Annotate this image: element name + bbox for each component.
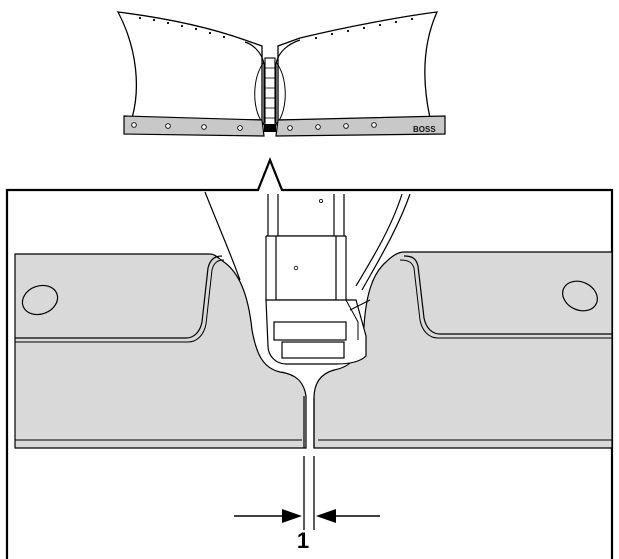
plow-logo-text: BOSS [413, 125, 436, 134]
detail-view: 1 [14, 191, 613, 553]
left-panel-flange-inner [15, 259, 225, 343]
right-panel-bolt-hole [562, 280, 598, 312]
post-body-hole [293, 265, 299, 271]
left-wing-rivets [138, 16, 226, 39]
right-panel-flange [403, 255, 612, 335]
left-moldboard-edge [204, 191, 241, 281]
lower-bracket-side [345, 299, 371, 340]
hinge-column-segments [265, 67, 275, 119]
detail-callout-frame [5, 157, 614, 559]
left-cutting-edge [123, 115, 265, 137]
lower-bracket-plate [273, 321, 347, 341]
center-post-upper [267, 194, 345, 237]
left-panel-bolt-hole [21, 284, 59, 316]
cutting-edge-bolts [131, 122, 377, 131]
left-panel-flange [15, 255, 223, 339]
right-wing-rivets [314, 17, 414, 40]
right-moldboard-edge [355, 193, 411, 291]
right-cutting-edge [275, 115, 446, 137]
right-wing-moldboard [277, 11, 439, 121]
dimension-arrow-left [234, 509, 302, 523]
hinge-column [264, 57, 276, 129]
post-upper-hole [318, 198, 323, 203]
plow-overview: BOSS [116, 11, 446, 137]
center-post-side-plates [265, 235, 347, 300]
right-blade-panel [313, 251, 613, 449]
callout-number-label: 1 [297, 528, 309, 553]
right-panel-flange-inner [399, 259, 612, 339]
hinge-ribs [254, 61, 286, 123]
center-hinge-frame [244, 39, 301, 129]
left-wing-moldboard [116, 11, 263, 121]
lower-bracket-plate-2 [281, 341, 345, 359]
dimension-arrow-right [316, 509, 380, 523]
left-blade-panel [14, 253, 307, 449]
hinge-base-block [264, 124, 276, 132]
center-post-body [275, 235, 337, 301]
